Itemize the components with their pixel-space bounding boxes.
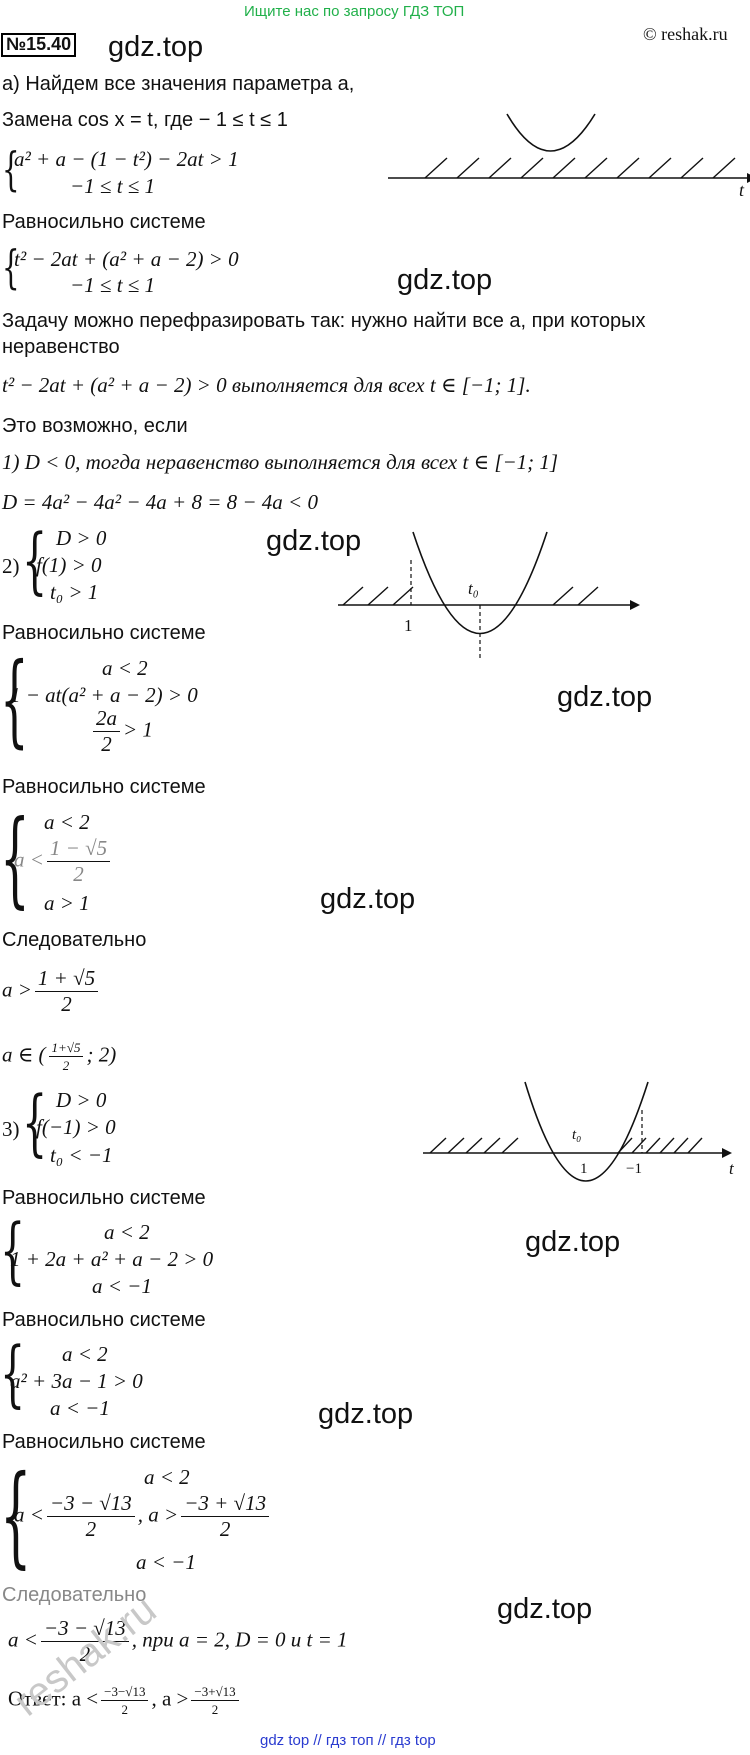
case3-line3: t₀ < −1 <box>50 1143 113 1167</box>
case1-line: 1) D < 0, тогда неравенство выполняется … <box>2 450 559 474</box>
brace: { <box>0 641 29 758</box>
graph3-label-minus1: −1 <box>626 1161 642 1177</box>
possible-line: Это возможно, если <box>2 415 188 437</box>
equiv-label: Равносильно системе <box>2 622 206 644</box>
case3-label: 3) <box>2 1117 20 1141</box>
parabola-graph-1 <box>388 113 750 183</box>
brace: { <box>2 240 20 294</box>
brace: { <box>2 142 20 196</box>
brace: { <box>0 1208 26 1292</box>
case2-line2: f(1) > 0 <box>36 553 102 577</box>
watermark: gdz.top <box>318 1398 414 1430</box>
case3-line1: D > 0 <box>56 1088 107 1112</box>
hence-label: Следовательно <box>2 1584 147 1606</box>
footer-links[interactable]: gdz top // гдз топ // гдз top <box>260 1732 436 1749</box>
copyright: © reshak.ru <box>643 24 728 44</box>
system6-line2: a² + 3a − 1 > 0 <box>10 1369 143 1393</box>
axis-label-t: t <box>729 1159 734 1178</box>
system1-line2: −1 ≤ t ≤ 1 <box>70 174 156 198</box>
system3-line2: 1 − at(a² + a − 2) > 0 <box>10 683 198 707</box>
search-banner[interactable]: Ищите нас по запросу ГДЗ ТОП <box>244 3 465 20</box>
watermark: gdz.top <box>557 681 653 713</box>
system7-line1: a < 2 <box>144 1465 190 1489</box>
parabola-graph-3 <box>423 1081 732 1182</box>
task-number: №15.40 <box>1 33 77 57</box>
watermark: gdz.top <box>397 264 493 296</box>
watermark: gdz.top <box>266 525 362 557</box>
inequality-line: t² − 2at + (a² + a − 2) > 0 выполняется … <box>2 373 531 397</box>
system1-line1: a² + a − (1 − t²) − 2at > 1 <box>14 147 239 171</box>
equiv-label: Равносильно системе <box>2 1309 206 1331</box>
graph2-label-t0: t₀ <box>468 579 479 598</box>
hence-label: Следовательно <box>2 929 147 951</box>
case2-line1: D > 0 <box>56 526 107 550</box>
substitution-line: Замена cos x = t, где − 1 ≤ t ≤ 1 <box>2 109 288 131</box>
system4-line3: a > 1 <box>44 891 90 915</box>
system4-line1: a < 2 <box>44 810 90 834</box>
system6-line1: a < 2 <box>62 1342 108 1366</box>
equiv-label: Равносильно системе <box>2 776 206 798</box>
brace: { <box>0 1451 32 1579</box>
parabola-graph-2 <box>338 531 640 660</box>
watermark: gdz.top <box>320 883 416 915</box>
system2-line2: −1 ≤ t ≤ 1 <box>70 273 156 297</box>
intro-line: а) Найдем все значения параметра a, <box>2 73 355 95</box>
system2-line1: t² − 2at + (a² + a − 2) > 0 <box>14 247 239 271</box>
graph3-label-1: 1 <box>580 1161 588 1177</box>
equiv-label: Равносильно системе <box>2 1431 206 1453</box>
case3-line2: f(−1) > 0 <box>36 1115 116 1139</box>
system5-line2: 1 + 2a + a² + a − 2 > 0 <box>10 1247 214 1271</box>
brace: { <box>0 1331 26 1415</box>
case2-label: 2) <box>2 554 20 578</box>
brace: { <box>22 518 48 602</box>
system6-line3: a < −1 <box>50 1396 110 1420</box>
equiv-label: Равносильно системе <box>2 1187 206 1209</box>
watermark: gdz.top <box>525 1226 621 1258</box>
watermark: gdz.top <box>497 1593 593 1625</box>
rephrase-line1: Задачу можно перефразировать так: нужно … <box>2 310 646 332</box>
system7-line3: a < −1 <box>136 1550 196 1574</box>
brace: { <box>22 1080 48 1164</box>
system5-line1: a < 2 <box>104 1220 150 1244</box>
system3-line1: a < 2 <box>102 656 148 680</box>
axis-label-t: t <box>739 180 745 200</box>
rephrase-line2: неравенство <box>2 336 120 358</box>
case2-line3: t₀ > 1 <box>50 580 99 604</box>
system5-line3: a < −1 <box>92 1274 152 1298</box>
site-title: gdz.top <box>108 31 204 63</box>
graph2-label-1: 1 <box>404 616 413 635</box>
equiv-label: Равносильно системе <box>2 211 206 233</box>
discriminant-line: D = 4a² − 4a² − 4a + 8 = 8 − 4a < 0 <box>2 490 318 514</box>
graph3-label-t0: t₀ <box>572 1127 582 1143</box>
brace: { <box>0 797 30 919</box>
